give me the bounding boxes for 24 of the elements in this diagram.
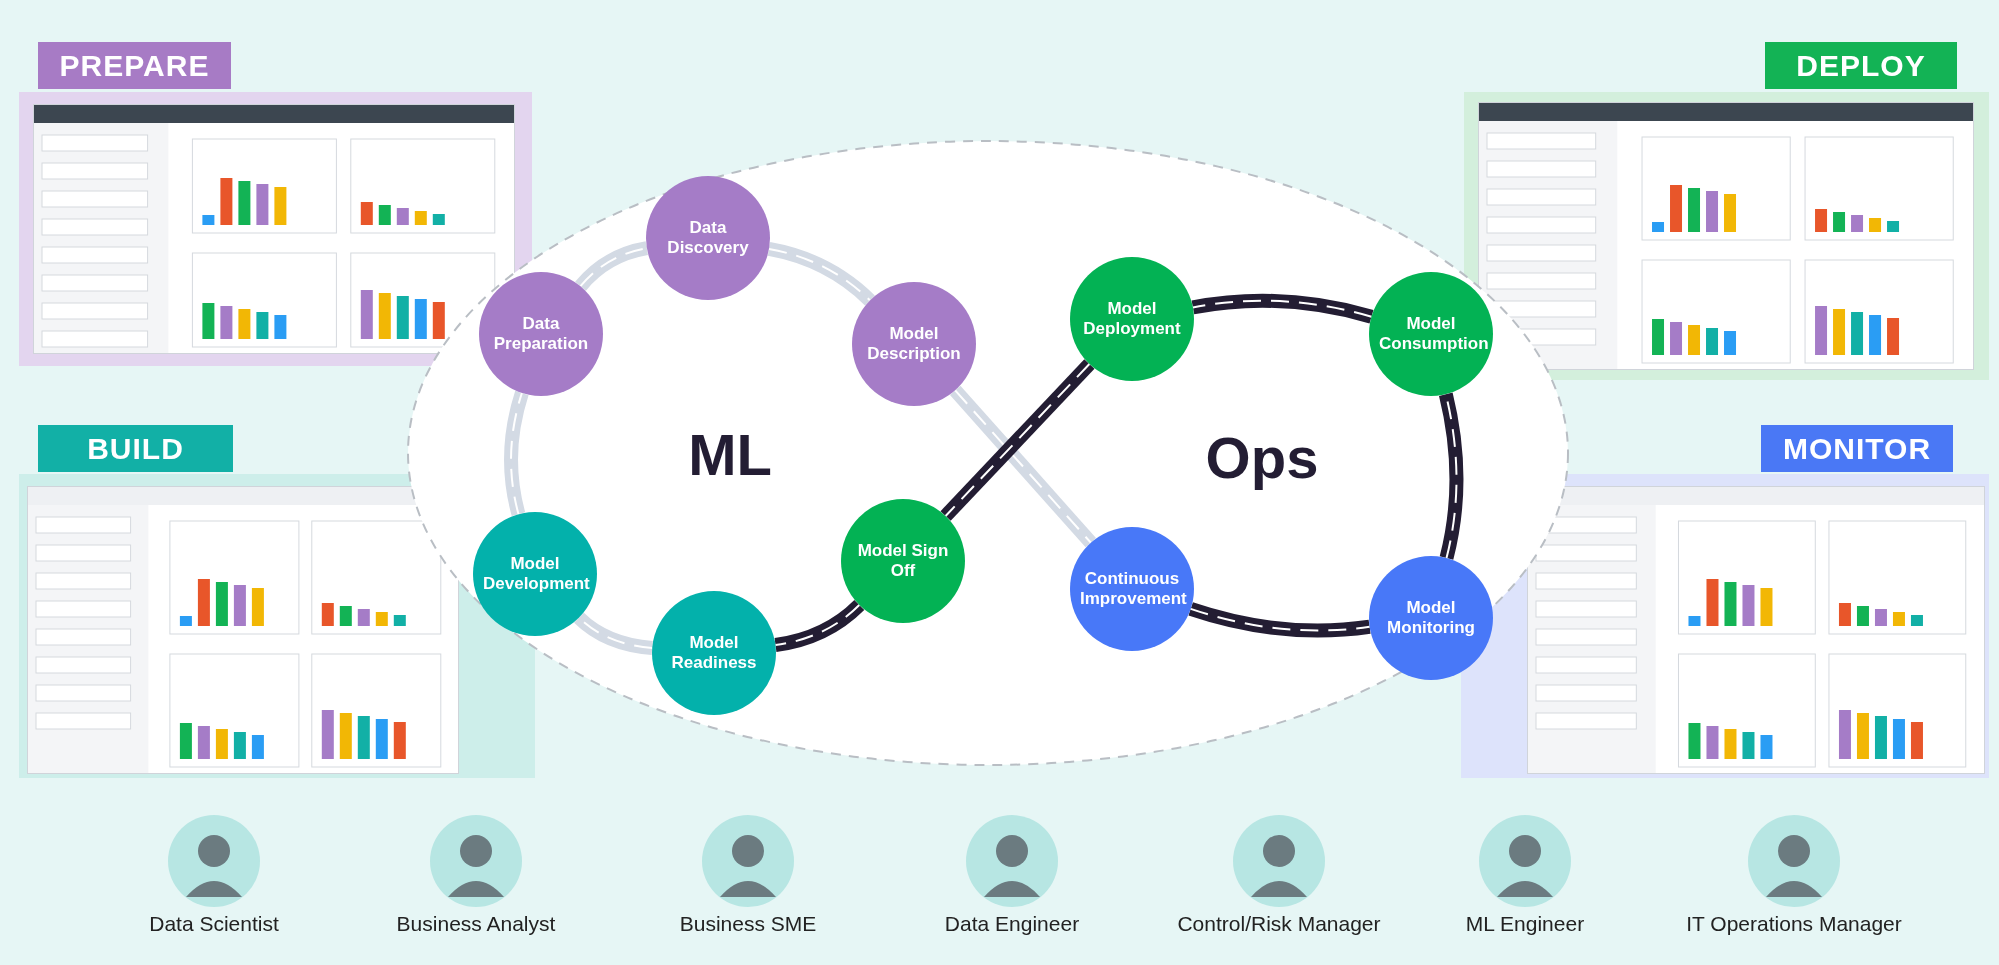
loop-road xyxy=(1438,392,1464,560)
loop-road xyxy=(1191,293,1374,324)
stage-tab: PREPARE xyxy=(38,42,231,89)
stage-tab: BUILD xyxy=(38,425,233,472)
screenshot-picture xyxy=(1527,486,1985,774)
loop-title: ML xyxy=(688,421,772,488)
loop-title: Ops xyxy=(1205,424,1319,491)
loop-road xyxy=(767,242,875,306)
stage-tab: DEPLOY xyxy=(1765,42,1957,89)
role-label: Data Engineer xyxy=(944,912,1080,936)
loop-road xyxy=(575,241,649,291)
role-label: ML Engineer xyxy=(1465,912,1585,936)
stage-tab: MONITOR xyxy=(1761,425,1953,472)
role-label: Business Analyst xyxy=(396,912,556,936)
loop-road xyxy=(940,359,1095,521)
loop-road xyxy=(1188,602,1371,638)
role-label: IT Operations Manager xyxy=(1686,912,1902,936)
role-label: Control/Risk Manager xyxy=(1177,912,1381,936)
role-label: Business SME xyxy=(679,912,817,936)
screenshot-picture xyxy=(27,486,459,774)
loop-road xyxy=(504,391,529,516)
role-label: Data Scientist xyxy=(149,912,279,936)
loop-road xyxy=(574,612,653,655)
loop-road xyxy=(949,385,1097,548)
